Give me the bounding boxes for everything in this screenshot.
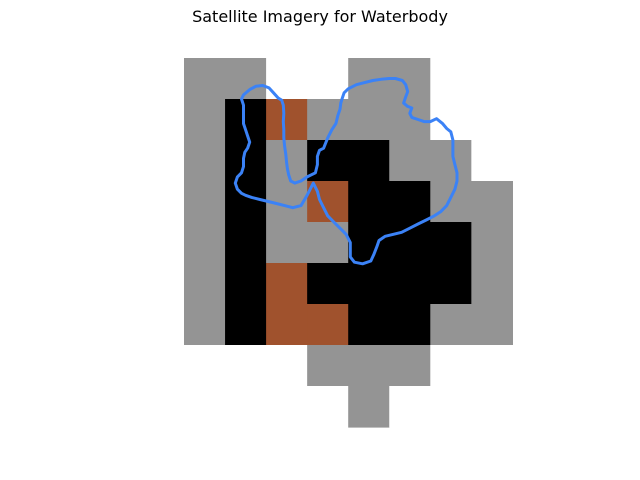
- heatmap-cell-r7-c6: [430, 345, 472, 387]
- heatmap-cell-r4-c3: [307, 222, 349, 264]
- heatmap-cell-r4-c0: [184, 222, 226, 264]
- heatmap-cell-r3-c5: [389, 181, 431, 223]
- heatmap-cell-r6-c3: [307, 304, 349, 346]
- heatmap-cell-r1-c5: [389, 99, 431, 141]
- heatmap-cell-r8-c5: [389, 386, 431, 428]
- heatmap-cell-r3-c4: [348, 181, 390, 223]
- heatmap-cell-r2-c4: [348, 140, 390, 182]
- heatmap-cell-r5-c1: [225, 263, 267, 305]
- heatmap-cell-r6-c4: [348, 304, 390, 346]
- heatmap-cell-r8-c6: [430, 386, 472, 428]
- heatmap-cell-r5-c7: [471, 263, 513, 305]
- heatmap-cell-r7-c1: [225, 345, 267, 387]
- heatmap-cell-r4-c1: [225, 222, 267, 264]
- heatmap-cell-r4-c2: [266, 222, 308, 264]
- heatmap-cell-r7-c3: [307, 345, 349, 387]
- heatmap-cell-r7-c4: [348, 345, 390, 387]
- heatmap-cell-r6-c0: [184, 304, 226, 346]
- heatmap-cell-r5-c6: [430, 263, 472, 305]
- heatmap-cell-r7-c0: [184, 345, 226, 387]
- heatmap-cell-r1-c7: [471, 99, 513, 141]
- heatmap-cell-r3-c0: [184, 181, 226, 223]
- heatmap-cell-r1-c4: [348, 99, 390, 141]
- heatmap-cell-r0-c6: [430, 58, 472, 100]
- heatmap-cell-r6-c2: [266, 304, 308, 346]
- heatmap-cell-r0-c7: [471, 58, 513, 100]
- heatmap-cell-r5-c0: [184, 263, 226, 305]
- heatmap-cell-r3-c1: [225, 181, 267, 223]
- heatmap-cell-r5-c4: [348, 263, 390, 305]
- chart-title: Satellite Imagery for Waterbody: [192, 7, 448, 26]
- heatmap-cell-r7-c2: [266, 345, 308, 387]
- heatmap-cell-r2-c5: [389, 140, 431, 182]
- heatmap-cell-r4-c6: [430, 222, 472, 264]
- heatmap-cell-r4-c7: [471, 222, 513, 264]
- heatmap-cell-r8-c4: [348, 386, 390, 428]
- heatmap-cell-r8-c7: [471, 386, 513, 428]
- heatmap-cell-r0-c3: [307, 58, 349, 100]
- heatmap-cell-r7-c5: [389, 345, 431, 387]
- heatmap-cell-r2-c7: [471, 140, 513, 182]
- heatmap-cell-r2-c1: [225, 140, 267, 182]
- heatmap-cell-r2-c6: [430, 140, 472, 182]
- heatmap-cell-r6-c1: [225, 304, 267, 346]
- heatmap-cell-r6-c6: [430, 304, 472, 346]
- heatmap-cell-r5-c3: [307, 263, 349, 305]
- heatmap-cell-r1-c2: [266, 99, 308, 141]
- waterbody-outline: [233, 77, 459, 266]
- heatmap-cell-r5-c5: [389, 263, 431, 305]
- heatmap-cell-r3-c7: [471, 181, 513, 223]
- heatmap-cells: [184, 58, 513, 428]
- heatmap-cell-r0-c0: [184, 58, 226, 100]
- heatmap-cell-r8-c3: [307, 386, 349, 428]
- heatmap-cell-r7-c7: [471, 345, 513, 387]
- heatmap-cell-r3-c6: [430, 181, 472, 223]
- heatmap-cell-r2-c0: [184, 140, 226, 182]
- heatmap-cell-r5-c2: [266, 263, 308, 305]
- heatmap-cell-r6-c5: [389, 304, 431, 346]
- heatmap-cell-r8-c0: [184, 386, 226, 428]
- heatmap-cell-r8-c1: [225, 386, 267, 428]
- heatmap-cell-r8-c2: [266, 386, 308, 428]
- heatmap-cell-r4-c4: [348, 222, 390, 264]
- heatmap-cell-r1-c0: [184, 99, 226, 141]
- heatmap-cell-r6-c7: [471, 304, 513, 346]
